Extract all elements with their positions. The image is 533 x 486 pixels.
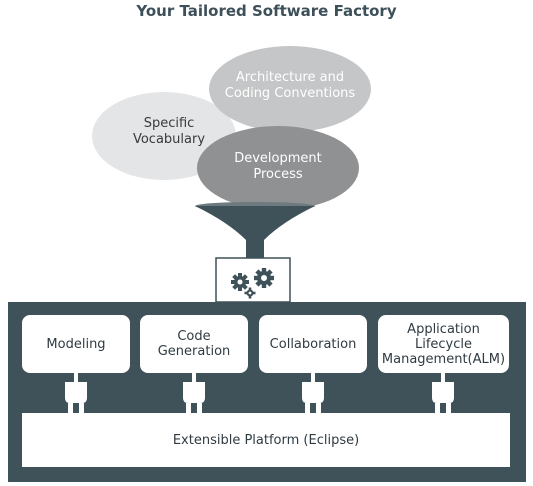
- module-label-collaboration: Collaboration: [269, 336, 357, 352]
- platform-bar: [22, 413, 510, 467]
- plug-icon: [183, 373, 205, 413]
- module-label-modeling: Modeling: [46, 336, 106, 352]
- diagram-title: Your Tailored Software Factory: [136, 2, 397, 20]
- funnel-icon: [195, 202, 315, 258]
- module-box-alm: [378, 315, 509, 373]
- module-label-code-generation: Code Generation: [157, 329, 231, 359]
- module-box-modeling: [22, 315, 130, 373]
- process-ellipse: [197, 126, 359, 210]
- module-box-code-generation: [140, 315, 248, 373]
- plug-icon: [65, 373, 87, 413]
- gears-icon: [231, 268, 274, 299]
- architecture-ellipse: [209, 46, 371, 132]
- vocabulary-label: Specific Vocabulary: [132, 116, 206, 147]
- plug-icon: [302, 373, 324, 413]
- module-label-alm: Application Lifecycle Management(ALM): [381, 321, 506, 367]
- factory-box: [215, 257, 291, 303]
- architecture-label: Architecture and Coding Conventions: [224, 70, 356, 101]
- process-label: Development Process: [234, 151, 322, 182]
- plug-icon: [432, 373, 454, 413]
- module-box-collaboration: [259, 315, 367, 373]
- platform-label: Extensible Platform (Eclipse): [172, 432, 360, 448]
